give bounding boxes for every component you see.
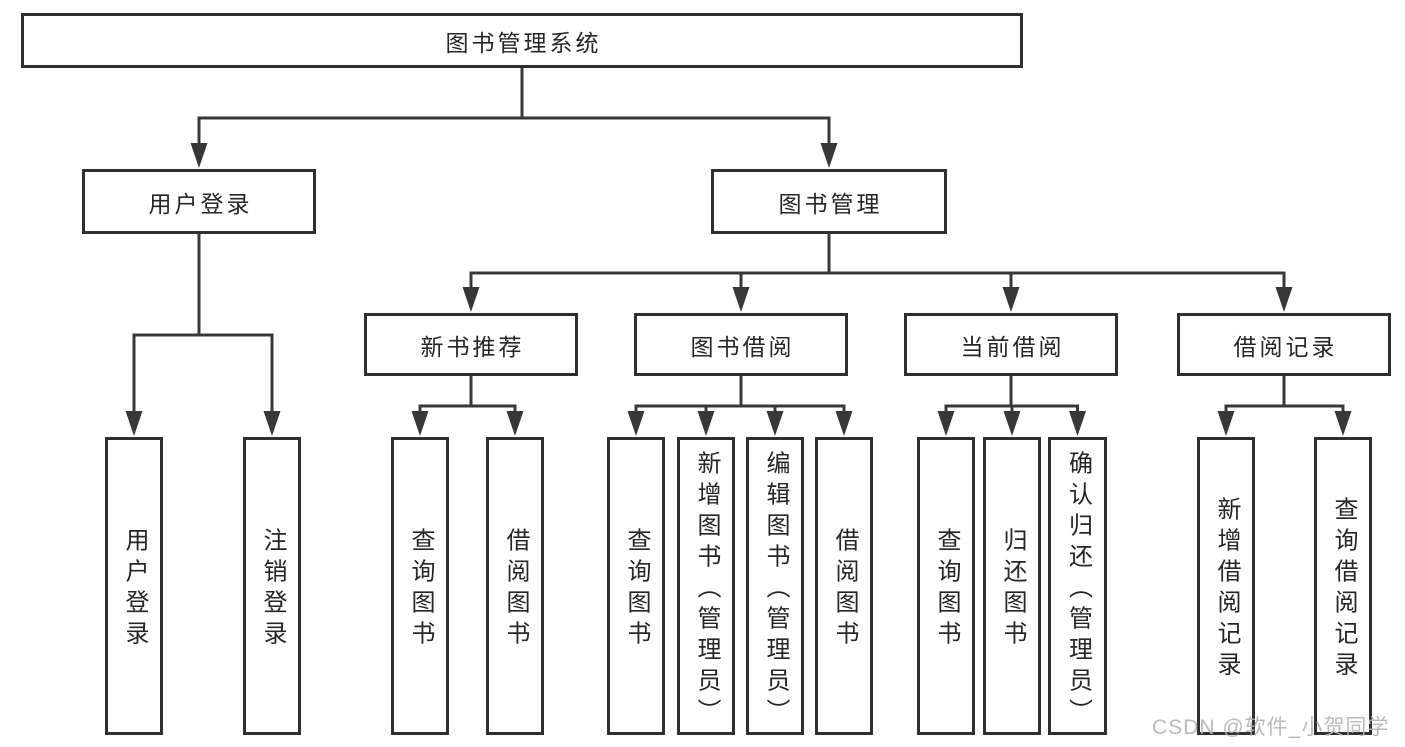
arrowhead-icon [462, 287, 480, 312]
diagram-node-book-mgmt: 图书管理 [711, 169, 947, 234]
node-label: 确认归还（管理员） [1064, 450, 1092, 729]
arrowhead-icon [1069, 411, 1086, 436]
node-label: 用户登录 [148, 190, 253, 217]
node-label: 用户登录 [121, 527, 148, 652]
diagram-node-leaf-edit-book: 编辑图书（管理员） [746, 437, 804, 735]
arrowhead-icon [1275, 287, 1293, 312]
node-label: 图书借阅 [690, 333, 795, 360]
arrowhead-icon [506, 411, 524, 436]
diagram-node-book-borrow: 图书借阅 [634, 313, 848, 376]
node-label: 图书管理系统 [445, 29, 602, 56]
node-label: 编辑图书（管理员） [762, 450, 789, 729]
arrowhead-icon [732, 287, 750, 312]
node-label: 查询图书 [933, 527, 960, 652]
node-label: 查询图书 [623, 527, 650, 652]
arrowhead-icon [697, 411, 715, 436]
arrowhead-icon [1002, 287, 1020, 312]
arrowhead-icon [820, 143, 838, 168]
arrowhead-icon [835, 411, 853, 436]
node-label: 查询图书 [407, 527, 434, 652]
diagram-node-borrow-records: 借阅记录 [1177, 313, 1391, 376]
diagram-node-leaf-return-book: 归还图书 [983, 437, 1041, 735]
diagram-node-leaf-query-book-3: 查询图书 [917, 437, 975, 735]
node-label: 归还图书 [999, 527, 1026, 652]
diagram-node-current-borrow: 当前借阅 [904, 313, 1118, 376]
arrowhead-icon [1334, 411, 1352, 436]
diagram-node-new-book-rec: 新书推荐 [364, 313, 578, 376]
diagram-node-leaf-borrow-book-1: 借阅图书 [486, 437, 544, 735]
node-label: 借阅图书 [502, 527, 529, 652]
diagram-node-leaf-add-book: 新增图书（管理员） [677, 437, 735, 735]
arrowhead-icon [190, 143, 208, 168]
watermark: CSDN @软件_小贺同学 [1152, 716, 1390, 739]
diagram-node-leaf-query-borrow-record: 查询借阅记录 [1314, 437, 1372, 735]
arrowhead-icon [1003, 411, 1021, 436]
node-label: 新书推荐 [420, 333, 525, 360]
arrowhead-icon [1217, 411, 1235, 436]
diagram-node-user-login: 用户登录 [82, 169, 316, 234]
node-label: 注销登录 [259, 527, 286, 652]
node-label: 新增图书（管理员） [693, 450, 720, 729]
diagram-node-leaf-confirm-return: 确认归还（管理员） [1048, 437, 1107, 735]
node-label: 图书管理 [778, 190, 883, 217]
node-label: 借阅记录 [1233, 333, 1338, 360]
diagram-node-root: 图书管理系统 [21, 13, 1023, 68]
node-label: 当前借阅 [960, 333, 1065, 360]
diagram-node-leaf-logout: 注销登录 [243, 437, 301, 735]
arrowhead-icon [766, 411, 784, 436]
node-label: 借阅图书 [831, 527, 858, 652]
arrowhead-icon [627, 411, 645, 436]
arrowhead-icon [937, 411, 955, 436]
diagram-node-leaf-user-login: 用户登录 [105, 437, 163, 735]
arrowhead-icon [125, 411, 143, 436]
node-label: 查询借阅记录 [1330, 496, 1357, 683]
arrowhead-icon [263, 411, 281, 436]
diagram-node-leaf-borrow-book-2: 借阅图书 [815, 437, 873, 735]
node-label: 新增借阅记录 [1213, 496, 1240, 683]
diagram-node-leaf-query-book-2: 查询图书 [607, 437, 665, 735]
diagram-node-leaf-query-book-1: 查询图书 [391, 437, 449, 735]
diagram-node-leaf-add-borrow-record: 新增借阅记录 [1197, 437, 1255, 735]
arrowhead-icon [411, 411, 429, 436]
